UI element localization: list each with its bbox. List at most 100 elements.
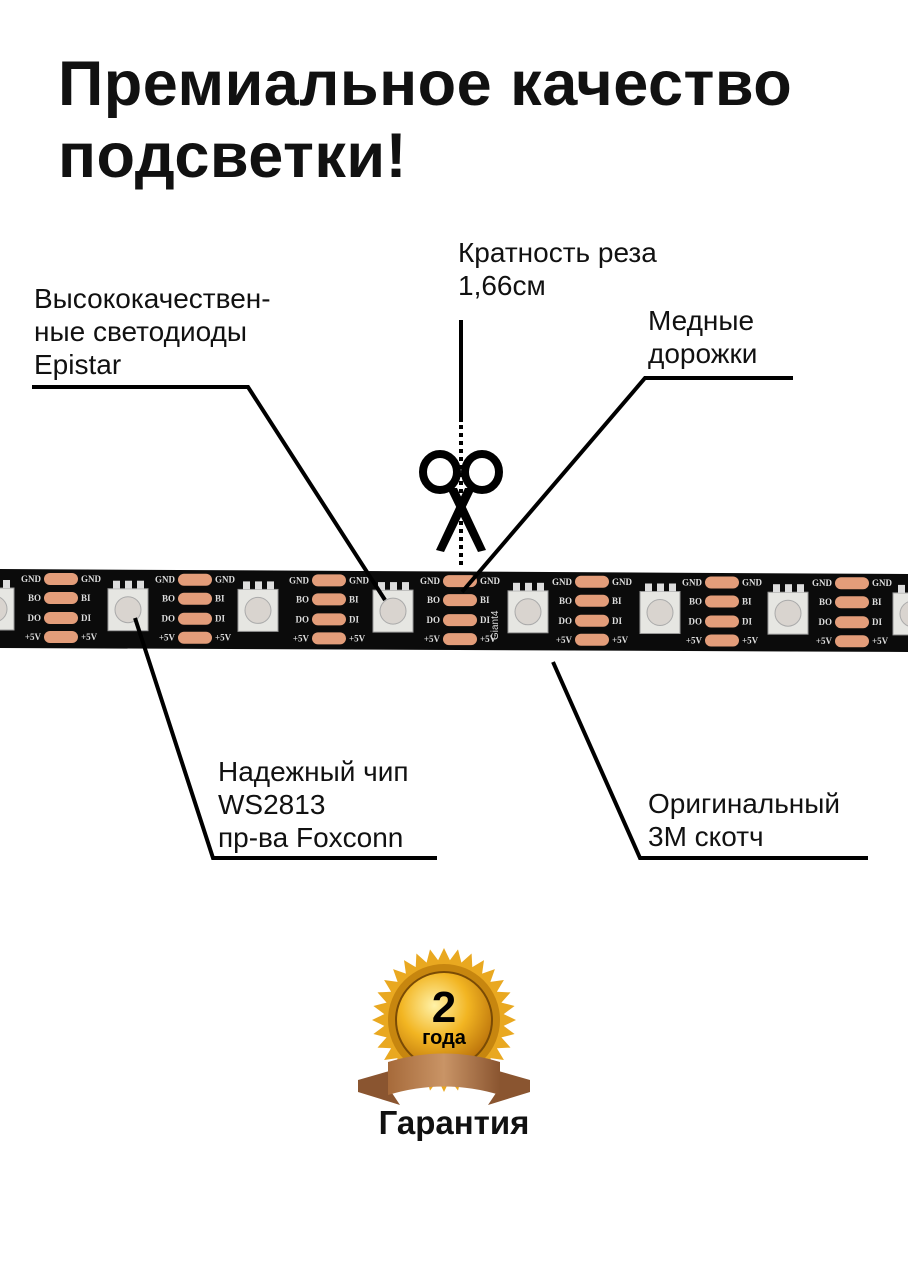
copper-pad bbox=[705, 595, 739, 608]
led-pin bbox=[797, 584, 804, 593]
pad-label: DI bbox=[872, 617, 882, 627]
label-copper-traces: Медные дорожки bbox=[648, 305, 758, 369]
pad-label: GND bbox=[420, 576, 441, 586]
copper-pad bbox=[575, 594, 609, 607]
led-pin bbox=[137, 580, 144, 589]
pad-label: DI bbox=[480, 615, 490, 625]
copper-pad bbox=[835, 577, 869, 590]
pad-label: DO bbox=[28, 613, 42, 623]
led-lens bbox=[646, 599, 674, 626]
badge-unit: года bbox=[422, 1027, 467, 1049]
pad-label: DO bbox=[427, 615, 441, 625]
pad-label: +5V bbox=[159, 633, 176, 643]
pad-label: GND bbox=[289, 575, 310, 585]
pad-label: GND bbox=[215, 575, 236, 585]
led-lens bbox=[244, 596, 272, 624]
copper-pad bbox=[312, 593, 346, 606]
led-pin bbox=[525, 582, 532, 591]
pad-label: DI bbox=[349, 614, 359, 624]
title-line-1: Премиальное качество bbox=[58, 49, 793, 119]
led-pin bbox=[390, 582, 397, 591]
pad-label: BO bbox=[427, 595, 440, 605]
led-pin bbox=[513, 582, 520, 591]
copper-pad bbox=[835, 635, 869, 648]
pad-label: BI bbox=[612, 596, 622, 606]
pad-label: +5V bbox=[349, 633, 366, 643]
copper-pad bbox=[575, 614, 609, 627]
pad-label: +5V bbox=[480, 634, 497, 644]
pad-label: DO bbox=[689, 617, 703, 627]
copper-pad bbox=[44, 612, 78, 624]
copper-pad bbox=[835, 596, 869, 609]
pad-label: +5V bbox=[612, 635, 629, 645]
pad-label: DO bbox=[296, 614, 310, 624]
pad-label: DI bbox=[215, 614, 225, 624]
pad-label: BI bbox=[742, 597, 752, 607]
led-pin bbox=[657, 583, 664, 592]
copper-pad bbox=[705, 634, 739, 647]
pad-label: BO bbox=[689, 597, 702, 607]
pad-label: GND bbox=[812, 578, 833, 588]
copper-pad bbox=[178, 631, 212, 644]
copper-pad bbox=[575, 633, 609, 646]
led-pin bbox=[243, 581, 250, 590]
scissors-icon bbox=[419, 450, 503, 552]
label-chip: Надежный чип WS2813 пр-ва Foxconn bbox=[218, 756, 409, 853]
pad-label: +5V bbox=[742, 636, 759, 646]
led-lens bbox=[514, 598, 542, 626]
pad-label: BO bbox=[28, 593, 41, 603]
pad-label: GND bbox=[682, 578, 703, 588]
led-pin bbox=[898, 584, 905, 593]
led-pin bbox=[267, 581, 274, 590]
pad-label: BI bbox=[349, 594, 359, 604]
led-lens bbox=[379, 597, 407, 625]
led-pin bbox=[3, 580, 10, 588]
pad-label: DO bbox=[559, 616, 573, 626]
led-pin bbox=[113, 580, 120, 589]
pad-label: +5V bbox=[686, 636, 703, 646]
label-epistar-leds: Высококачествен- ные светодиоды Epistar bbox=[34, 283, 271, 380]
copper-pad bbox=[443, 614, 477, 627]
label-3m-tape: Оригинальный 3M скотч bbox=[648, 788, 841, 852]
pad-label: GND bbox=[349, 575, 370, 585]
led-strip: GND GND BO BI DO DI +5V +5V GND GND BO BI DO DI +5V +5V… bbox=[0, 569, 908, 652]
pad-label: +5V bbox=[556, 635, 573, 645]
led-pin bbox=[537, 582, 544, 591]
led-pin bbox=[773, 584, 780, 593]
pad-label: GND bbox=[872, 578, 893, 588]
pad-label: +5V bbox=[81, 632, 98, 642]
badge-number: 2 bbox=[432, 983, 456, 1032]
warranty-badge: 2 года bbox=[358, 948, 530, 1105]
led-lens bbox=[0, 596, 8, 622]
pad-label: BI bbox=[81, 593, 91, 603]
led-lens bbox=[774, 599, 802, 627]
pad-label: DI bbox=[81, 613, 91, 623]
pad-label: DI bbox=[612, 616, 622, 626]
copper-pad bbox=[178, 612, 212, 625]
title-line-2: подсветки! bbox=[58, 121, 408, 191]
pad-label: GND bbox=[81, 574, 102, 584]
copper-pad bbox=[44, 631, 78, 643]
led-pin bbox=[402, 582, 409, 591]
copper-pad bbox=[178, 592, 212, 605]
copper-pad bbox=[575, 575, 609, 588]
pad-label: GND bbox=[155, 575, 176, 585]
copper-pad bbox=[835, 616, 869, 629]
pad-label: +5V bbox=[293, 633, 310, 643]
pad-label: GND bbox=[480, 576, 501, 586]
pad-label: BI bbox=[872, 597, 882, 607]
pad-label: GND bbox=[612, 577, 633, 587]
led-pin bbox=[645, 583, 652, 592]
led-pin bbox=[125, 580, 132, 589]
pad-label: +5V bbox=[816, 636, 833, 646]
pad-label: +5V bbox=[25, 632, 42, 642]
pad-label: BI bbox=[215, 594, 225, 604]
pad-label: +5V bbox=[215, 633, 232, 643]
pad-label: +5V bbox=[424, 634, 441, 644]
brand-mark: Giant4 bbox=[490, 610, 501, 640]
copper-pad bbox=[705, 615, 739, 628]
copper-pad bbox=[705, 576, 739, 589]
led-pin bbox=[785, 584, 792, 593]
copper-pad bbox=[443, 594, 477, 607]
